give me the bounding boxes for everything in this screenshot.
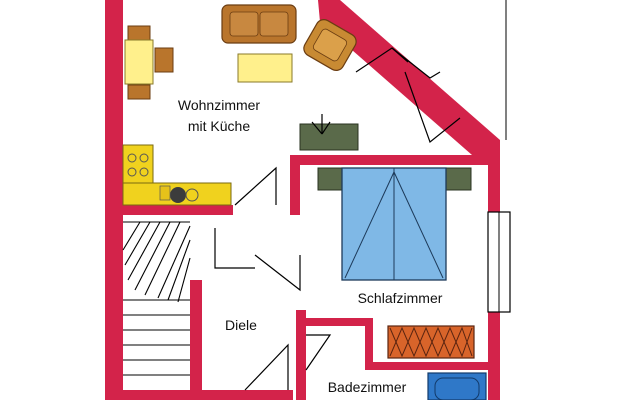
staircase xyxy=(122,221,191,376)
bed xyxy=(317,167,472,281)
tv xyxy=(299,114,359,151)
armchair xyxy=(303,19,357,71)
door-hall xyxy=(214,228,301,292)
room-label-hall: Diele xyxy=(225,317,257,333)
coffee-table xyxy=(237,53,293,83)
sofa xyxy=(221,4,297,44)
kitchen-counter xyxy=(122,144,232,206)
outer-walls xyxy=(105,0,500,400)
door-swing-diagonal xyxy=(355,47,461,143)
room-label-living-2: mit Küche xyxy=(187,118,251,134)
room-label-bathroom: Badezimmer xyxy=(327,379,407,395)
interior-walls xyxy=(123,155,490,400)
door-living-hall xyxy=(234,166,277,206)
bathtub xyxy=(427,372,487,400)
room-label-living-1: Wohnzimmer xyxy=(177,97,261,113)
dresser xyxy=(387,325,475,359)
window-right xyxy=(487,211,511,313)
dining-table xyxy=(124,25,174,100)
room-label-bedroom: Schlafzimmer xyxy=(357,290,443,306)
door-bath xyxy=(244,334,332,391)
